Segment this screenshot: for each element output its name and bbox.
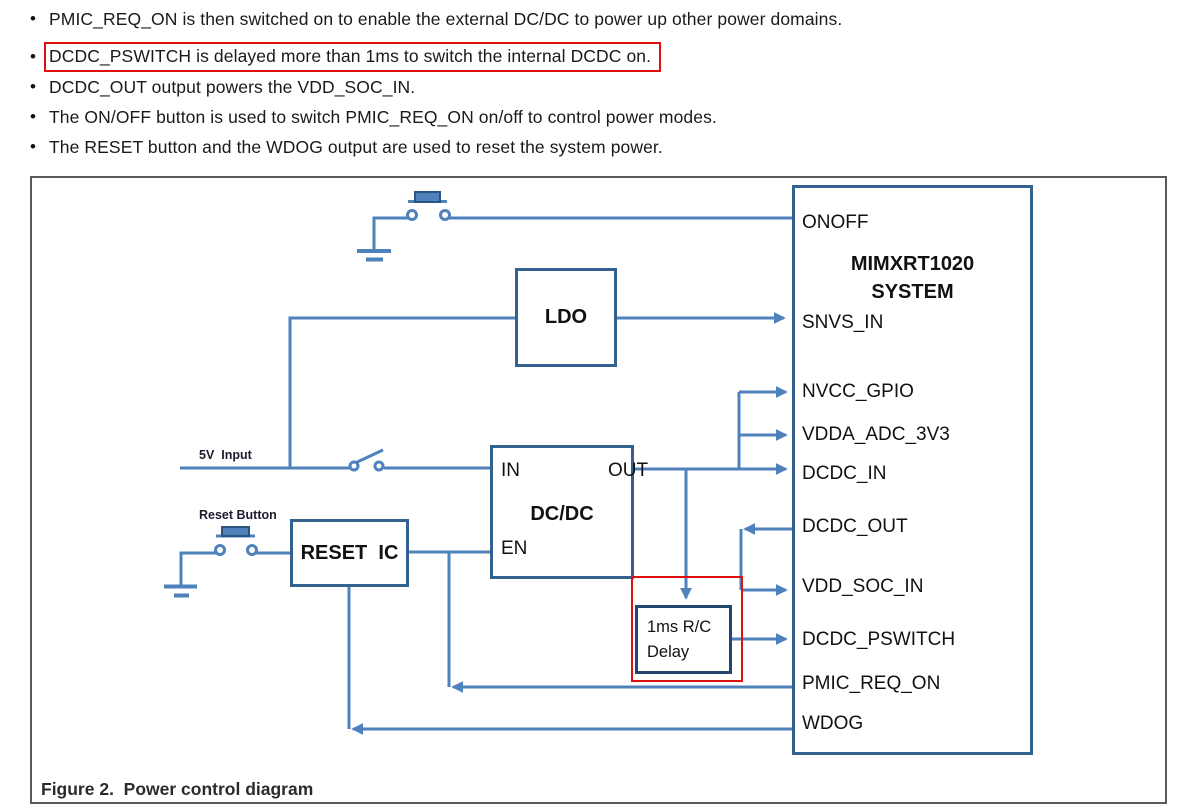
bullet-marker: • <box>30 9 36 28</box>
onoff-pushbutton-icon <box>406 191 451 221</box>
reset-button-label: Reset Button <box>199 508 277 522</box>
pin-label-dcdc-in: DCDC_IN <box>802 463 887 484</box>
bullet-text: DCDC_OUT output powers the VDD_SOC_IN. <box>49 76 416 97</box>
bullet-item: • The RESET button and the WDOG output a… <box>30 134 663 160</box>
onoff-button-net <box>357 200 792 262</box>
bullet-text-highlighted: DCDC_PSWITCH is delayed more than 1ms to… <box>44 42 662 72</box>
dcdc-pin-en: EN <box>501 538 528 559</box>
bullet-marker: • <box>30 47 36 66</box>
bullet-text: The RESET button and the WDOG output are… <box>49 136 663 157</box>
system-block <box>792 185 1033 755</box>
dcdcout-vddsoc-net <box>739 523 792 596</box>
bullet-marker: • <box>30 77 36 96</box>
bullet-item: • DCDC_OUT output powers the VDD_SOC_IN. <box>30 74 415 100</box>
dcdc-pin-out: OUT <box>608 460 649 481</box>
delay-label-line2: Delay <box>647 642 690 661</box>
bullet-item-highlighted: • DCDC_PSWITCH is delayed more than 1ms … <box>30 42 662 72</box>
power-switch-icon <box>348 460 385 472</box>
pin-label-nvcc-gpio: NVCC_GPIO <box>802 381 914 402</box>
delay-highlight-rect <box>631 576 743 682</box>
ldo-label: LDO <box>544 306 588 328</box>
power-control-figure: LDO IN OUT EN DC/DC RESET IC 1ms R/C Del… <box>30 176 1167 804</box>
bullet-text: The ON/OFF button is used to switch PMIC… <box>49 106 717 127</box>
pin-label-vdda-adc-3v3: VDDA_ADC_3V3 <box>802 424 950 445</box>
dcdc-label: DC/DC <box>530 503 594 525</box>
delay-label-line1: 1ms R/C <box>647 617 712 636</box>
bullet-marker: • <box>30 107 36 126</box>
5v-input-net <box>180 448 490 470</box>
delay-block: 1ms R/C Delay <box>635 605 732 674</box>
reset-button-net <box>164 534 290 598</box>
dcdc-block <box>490 445 634 579</box>
pin-label-snvs-in: SNVS_IN <box>802 312 884 333</box>
pin-label-wdog: WDOG <box>802 713 864 734</box>
diagram-wires <box>164 191 792 735</box>
dcdc-out-net <box>634 386 788 600</box>
system-title: MIMXRT1020 SYSTEM <box>850 253 975 303</box>
en-pmic-net <box>409 550 792 693</box>
pin-label-pmic-req-on: PMIC_REQ_ON <box>802 673 941 694</box>
dcdc-pin-in: IN <box>501 460 520 481</box>
pin-label-dcdc-pswitch: DCDC_PSWITCH <box>802 629 956 650</box>
pin-label-vdd-soc-in: VDD_SOC_IN <box>802 576 924 597</box>
ldo-snvs-net <box>288 312 786 468</box>
bullet-item: • The ON/OFF button is used to switch PM… <box>30 104 717 130</box>
wdog-reset-net <box>347 587 792 735</box>
reset-ic-block: RESET IC <box>290 519 409 587</box>
bullet-text: PMIC_REQ_ON is then switched on to enabl… <box>49 8 843 29</box>
pin-label-onoff: ONOFF <box>802 212 869 233</box>
figure-caption: Figure 2. Power control diagram <box>41 779 314 799</box>
5v-input-label: 5V Input <box>199 448 252 462</box>
reset-pushbutton-icon <box>214 526 258 556</box>
ldo-block: LDO <box>515 268 617 367</box>
reset-ic-label: RESET IC <box>300 541 399 564</box>
bullet-item: • PMIC_REQ_ON is then switched on to ena… <box>30 6 842 32</box>
bullet-marker: • <box>30 137 36 156</box>
pin-label-dcdc-out: DCDC_OUT <box>802 516 908 537</box>
